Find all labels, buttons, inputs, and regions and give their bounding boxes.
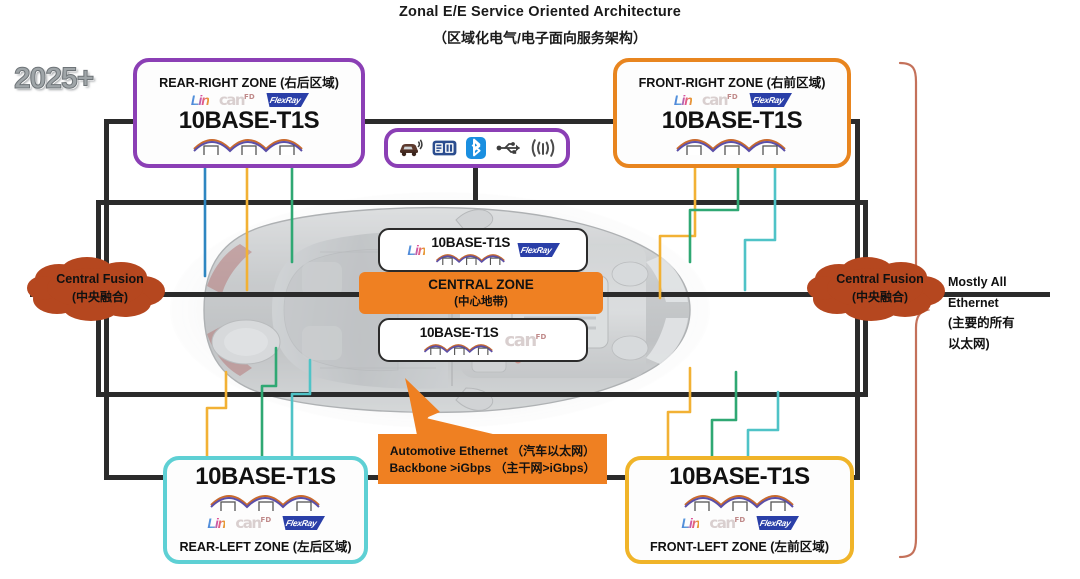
zone-rear-left-label: REAR-LEFT ZONE (左后区域) bbox=[179, 540, 352, 554]
t1s-bus-graphic bbox=[424, 344, 493, 355]
mostly-line-3: (主要的所有 bbox=[948, 316, 1015, 331]
backbone-inner-top bbox=[96, 200, 868, 205]
usb-icon[interactable] bbox=[496, 140, 522, 156]
flexray-logo-icon: FlexRay bbox=[263, 93, 308, 107]
automotive-ethernet-line-1: Automotive Ethernet （汽车以太网） bbox=[389, 444, 596, 458]
zone-front-right[interactable]: FRONT-RIGHT ZONE (右前区域) Lin canFD FlexRa… bbox=[613, 58, 851, 168]
zone-front-right-label: FRONT-RIGHT ZONE (右前区域) bbox=[638, 75, 826, 90]
can-fd-logo-icon: canFD bbox=[235, 514, 272, 532]
central-zone-top-wrap: 10BASE-T1S bbox=[431, 235, 510, 265]
stub-front-left bbox=[590, 475, 630, 480]
protocol-logo-row: Lin canFD FlexRay bbox=[207, 514, 323, 532]
wifi-antenna-icon[interactable] bbox=[530, 138, 556, 158]
mostly-all-ethernet-label: Mostly All Ethernet (主要的所有 以太网) bbox=[948, 272, 1068, 355]
central-fusion-right-label: Central Fusion bbox=[836, 271, 924, 286]
car-telematics-icon[interactable] bbox=[398, 138, 424, 158]
lin-logo-icon: Lin bbox=[190, 91, 210, 108]
zone-front-left-label: FRONT-LEFT ZONE (左前区域) bbox=[649, 540, 830, 554]
zone-rear-right-tech: 10BASE-T1S bbox=[178, 106, 320, 134]
central-fusion-left-text: Central Fusion (中央融合) bbox=[25, 255, 175, 321]
automotive-ethernet-line-2: Backbone >iGbps （主干网>iGbps） bbox=[389, 461, 596, 475]
protocol-logo-row: Lin canFD FlexRay bbox=[681, 514, 797, 532]
stub-rear-right bbox=[360, 119, 400, 124]
flexray-logo-icon: FlexRay bbox=[515, 243, 560, 257]
mostly-line-4: 以太网) bbox=[948, 336, 990, 351]
flexray-logo-icon: FlexRay bbox=[746, 93, 791, 107]
lin-logo-icon: Lin bbox=[673, 91, 693, 108]
flexray-logo-icon: FlexRay bbox=[754, 516, 799, 530]
page-title-chinese: （区域化电气/电子面向服务架构） bbox=[433, 30, 647, 46]
central-zone-tech-bottom: 10BASE-T1S bbox=[419, 325, 499, 340]
cloud-shape-icon bbox=[807, 257, 945, 321]
flexray-logo-icon: FlexRay bbox=[280, 516, 325, 530]
protocol-logo-row: Lin canFD FlexRay bbox=[674, 91, 790, 109]
zone-rear-left[interactable]: 10BASE-T1S Lin canFD FlexRay REAR-LEFT Z… bbox=[163, 456, 368, 564]
t1s-bus-graphic bbox=[681, 489, 799, 511]
central-fusion-left[interactable]: Central Fusion (中央融合) bbox=[25, 255, 175, 321]
bluetooth-icon[interactable] bbox=[465, 136, 487, 160]
central-fusion-right[interactable]: Central Fusion (中央融合) bbox=[805, 255, 955, 321]
can-fd-logo-icon: canFD bbox=[504, 329, 547, 351]
zone-front-left[interactable]: 10BASE-T1S Lin canFD FlexRay FRONT-LEFT … bbox=[625, 456, 854, 564]
zone-front-right-tech: 10BASE-T1S bbox=[661, 106, 803, 134]
central-zone-top-box[interactable]: Lin 10BASE-T1S FlexRay bbox=[378, 228, 588, 272]
t1s-bus-graphic bbox=[435, 254, 505, 265]
can-fd-logo-icon: canFD bbox=[709, 514, 746, 532]
automotive-ethernet-callout[interactable]: Automotive Ethernet （汽车以太网） Backbone >iG… bbox=[378, 434, 607, 484]
central-fusion-left-label: Central Fusion bbox=[56, 271, 144, 286]
t1s-bus-graphic bbox=[190, 133, 308, 155]
central-fusion-right-label-chinese: (中央融合) bbox=[852, 289, 908, 304]
connectivity-interfaces-strip[interactable] bbox=[384, 128, 570, 168]
zone-rear-right[interactable]: REAR-RIGHT ZONE (右后区域) Lin canFD FlexRay… bbox=[133, 58, 365, 168]
cloud-shape-icon bbox=[27, 257, 165, 321]
lin-logo-icon: Lin bbox=[207, 515, 226, 531]
lin-logo-icon: Lin bbox=[407, 242, 426, 258]
smartcard-display-icon[interactable] bbox=[432, 139, 457, 157]
backbone-outer-top bbox=[104, 119, 860, 124]
central-zone-bot-wrap: 10BASE-T1S bbox=[420, 325, 499, 355]
mostly-line-1: Mostly All bbox=[948, 275, 1007, 289]
t1s-bus-graphic bbox=[207, 489, 325, 511]
mostly-line-2: Ethernet bbox=[948, 295, 999, 310]
lin-logo-icon: Lin bbox=[681, 515, 700, 531]
central-fusion-left-label-chinese: (中央融合) bbox=[72, 289, 128, 304]
zone-rear-left-tech: 10BASE-T1S bbox=[195, 463, 336, 490]
protocol-logo-row: Lin canFD FlexRay bbox=[191, 91, 307, 109]
backbone-inner-bottom bbox=[96, 392, 868, 397]
zone-front-left-tech: 10BASE-T1S bbox=[669, 463, 810, 490]
can-fd-logo-icon: canFD bbox=[701, 90, 738, 109]
central-zone-title: CENTRAL ZONE bbox=[428, 277, 534, 292]
central-zone-bottom-box[interactable]: 10BASE-T1S canFD bbox=[378, 318, 588, 362]
automotive-ethernet-arrow bbox=[405, 378, 518, 440]
t1s-bus-graphic bbox=[673, 133, 791, 155]
central-zone-title-chinese: (中心地带) bbox=[454, 296, 508, 308]
connectivity-drop-line bbox=[473, 166, 478, 204]
can-fd-logo-icon: canFD bbox=[218, 90, 255, 109]
stub-front-right bbox=[560, 119, 618, 124]
page-title: Zonal E/E Service Oriented Architecture bbox=[398, 4, 682, 20]
year-badge: 2025+ bbox=[13, 62, 94, 96]
zone-rear-right-label: REAR-RIGHT ZONE (右后区域) bbox=[159, 75, 339, 90]
central-fusion-right-text: Central Fusion (中央融合) bbox=[805, 255, 955, 321]
central-zone-tech-top: 10BASE-T1S bbox=[431, 235, 511, 250]
central-zone-band[interactable]: CENTRAL ZONE (中心地带) bbox=[359, 272, 603, 314]
